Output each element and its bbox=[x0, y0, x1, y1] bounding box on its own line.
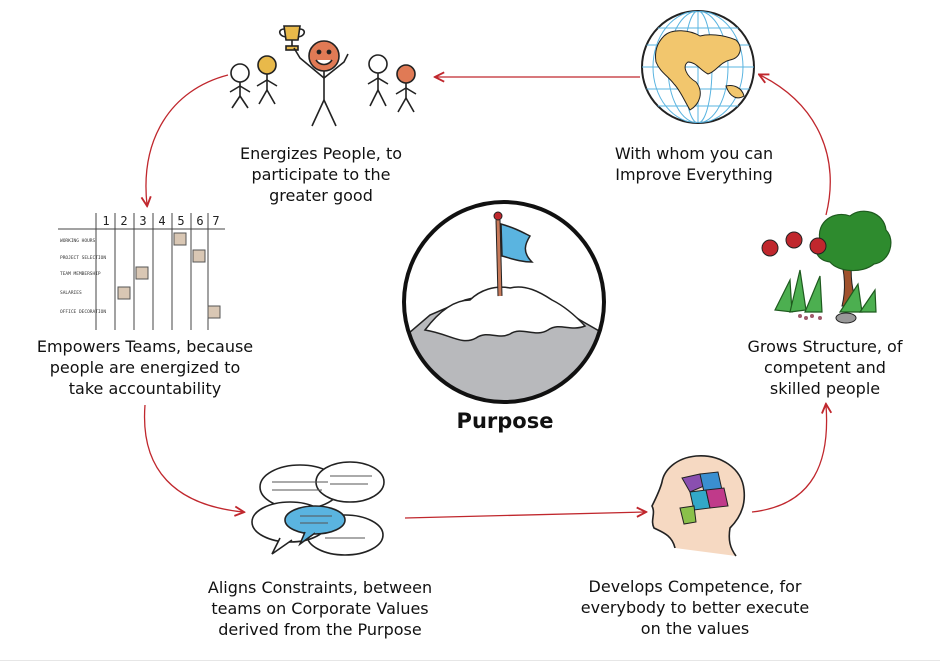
label-line: Improve Everything bbox=[615, 165, 773, 184]
arrow-empowers-to-aligns bbox=[143, 404, 243, 512]
label-line: Grows Structure, of bbox=[747, 337, 903, 356]
label-line: derived from the Purpose bbox=[218, 620, 422, 639]
board-rows: WORKING HOURS PROJECT SELECTION TEAM MEM… bbox=[60, 238, 106, 315]
node-energizes-label: Energizes People, to participate to the … bbox=[221, 143, 421, 206]
node-develops-label: Develops Competence, for everybody to be… bbox=[575, 576, 815, 639]
label-line: on the values bbox=[640, 619, 750, 638]
board-column: 4 bbox=[158, 214, 165, 228]
tree-flowers-icon bbox=[761, 210, 892, 324]
label-line: greater good bbox=[269, 186, 373, 205]
label-line: Aligns Constraints, between bbox=[207, 578, 433, 597]
board-row: SALARIES bbox=[60, 290, 82, 296]
board-column: 3 bbox=[139, 214, 146, 228]
board-column: 1 bbox=[102, 214, 109, 228]
label-line: Develops Competence, for bbox=[588, 577, 802, 596]
label-line: take accountability bbox=[68, 379, 222, 398]
board-row: PROJECT SELECTION bbox=[60, 255, 106, 261]
cycle-arrows bbox=[143, 74, 831, 519]
label-line: teams on Corporate Values bbox=[211, 599, 429, 618]
node-improve-label: With whom you can Improve Everything bbox=[594, 143, 794, 185]
purpose-mountain-illustration bbox=[402, 200, 606, 404]
globe-icon bbox=[641, 10, 755, 124]
label-line: Empowers Teams, because bbox=[36, 337, 254, 356]
center-title: Purpose bbox=[457, 409, 554, 433]
board-column: 7 bbox=[212, 214, 219, 228]
arrow-develops-to-grows bbox=[751, 405, 827, 513]
label-line: everybody to better execute bbox=[580, 598, 810, 617]
node-grows-label: Grows Structure, of competent and skille… bbox=[725, 336, 925, 399]
label-line: skilled people bbox=[769, 379, 881, 398]
arrow-energizes-to-empowers bbox=[146, 74, 229, 205]
speech-bubbles-icon bbox=[251, 461, 385, 556]
board-column: 6 bbox=[196, 214, 203, 228]
label-line: Energizes People, to bbox=[239, 144, 403, 163]
label-line: With whom you can bbox=[614, 144, 774, 163]
node-empowers-label: Empowers Teams, because people are energ… bbox=[25, 336, 265, 399]
board-column: 2 bbox=[120, 214, 127, 228]
head-puzzle-icon bbox=[651, 455, 746, 557]
board-row: TEAM MEMBERSHIP bbox=[60, 271, 101, 277]
voting-board-icon: 1 2 3 4 5 6 7 WORKING HOURS PROJECT SELE… bbox=[58, 213, 225, 330]
arrow-grows-to-improve bbox=[760, 75, 831, 216]
board-column: 5 bbox=[177, 214, 184, 228]
node-aligns-label: Aligns Constraints, between teams on Cor… bbox=[200, 577, 440, 640]
label-line: competent and bbox=[764, 358, 886, 377]
board-row: WORKING HOURS bbox=[60, 238, 96, 244]
arrow-aligns-to-develops bbox=[404, 512, 645, 519]
label-line: participate to the bbox=[251, 165, 391, 184]
label-line: people are energized to bbox=[49, 358, 241, 377]
board-columns: 1 2 3 4 5 6 7 bbox=[102, 214, 219, 228]
celebrating-people-icon bbox=[229, 25, 417, 127]
bottom-divider bbox=[0, 660, 940, 661]
board-row: OFFICE DECORATION bbox=[60, 309, 106, 315]
